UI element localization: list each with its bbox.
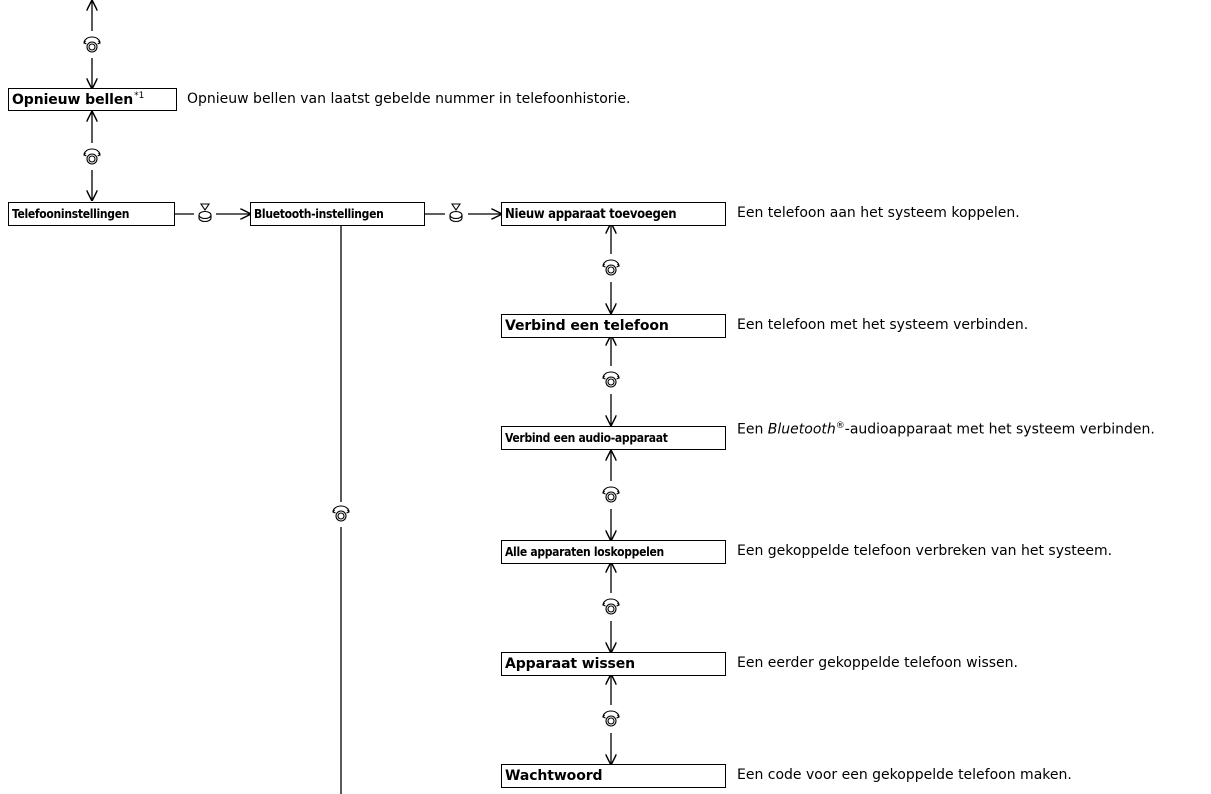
- connect-phone-label: Verbind een telefoon: [505, 318, 669, 334]
- bluetooth-brand-text: Bluetooth: [767, 421, 836, 438]
- delete-device-label: Apparaat wissen: [505, 656, 636, 672]
- passcode-box[interactable]: Wachtwoord: [501, 764, 726, 788]
- disconnect-all-label: Alle apparaten loskoppelen: [505, 545, 664, 559]
- connect-phone-description: Een telefoon met het systeem verbinden.: [737, 317, 1029, 333]
- passcode-label: Wachtwoord: [505, 768, 603, 784]
- redial-label: Opnieuw bellen: [12, 91, 134, 108]
- disconnect-all-box[interactable]: Alle apparaten loskoppelen: [501, 540, 726, 564]
- delete-device-box[interactable]: Apparaat wissen: [501, 652, 726, 676]
- dial-rotate-icon: [602, 486, 620, 503]
- connect-audio-description: Een Bluetooth®-audioapparaat met het sys…: [737, 421, 1155, 438]
- connect-audio-box[interactable]: Verbind een audio-apparaat: [501, 426, 726, 450]
- disconnect-all-description: Een gekoppelde telefoon verbreken van he…: [737, 543, 1113, 559]
- dial-rotate-icon: [602, 598, 620, 615]
- dial-rotate-icon: [602, 259, 620, 276]
- dial-press-icon: [198, 203, 212, 223]
- new-device-description: Een telefoon aan het systeem koppelen.: [737, 205, 1020, 221]
- phone-settings-box[interactable]: Telefooninstellingen: [8, 202, 175, 226]
- passcode-description: Een code voor een gekoppelde telefoon ma…: [737, 767, 1072, 783]
- connect-audio-label: Verbind een audio-apparaat: [505, 431, 668, 445]
- dial-rotate-icon: [332, 505, 350, 522]
- connect-phone-box[interactable]: Verbind een telefoon: [501, 314, 726, 338]
- bluetooth-settings-label: Bluetooth-instellingen: [254, 207, 384, 221]
- redial-description: Opnieuw bellen van laatst gebelde nummer…: [187, 91, 631, 107]
- phone-settings-label: Telefooninstellingen: [12, 207, 130, 221]
- dial-rotate-icon: [602, 710, 620, 727]
- new-device-label: Nieuw apparaat toevoegen: [505, 206, 677, 222]
- new-device-box[interactable]: Nieuw apparaat toevoegen: [501, 202, 726, 226]
- redial-footnote: *1: [134, 90, 145, 101]
- bluetooth-settings-box[interactable]: Bluetooth-instellingen: [250, 202, 425, 226]
- dial-press-icon: [449, 203, 463, 223]
- dial-rotate-icon: [83, 148, 101, 165]
- delete-device-description: Een eerder gekoppelde telefoon wissen.: [737, 655, 1018, 671]
- dial-rotate-icon: [602, 371, 620, 388]
- redial-box[interactable]: Opnieuw bellen*1: [8, 88, 177, 111]
- dial-rotate-icon: [83, 36, 101, 53]
